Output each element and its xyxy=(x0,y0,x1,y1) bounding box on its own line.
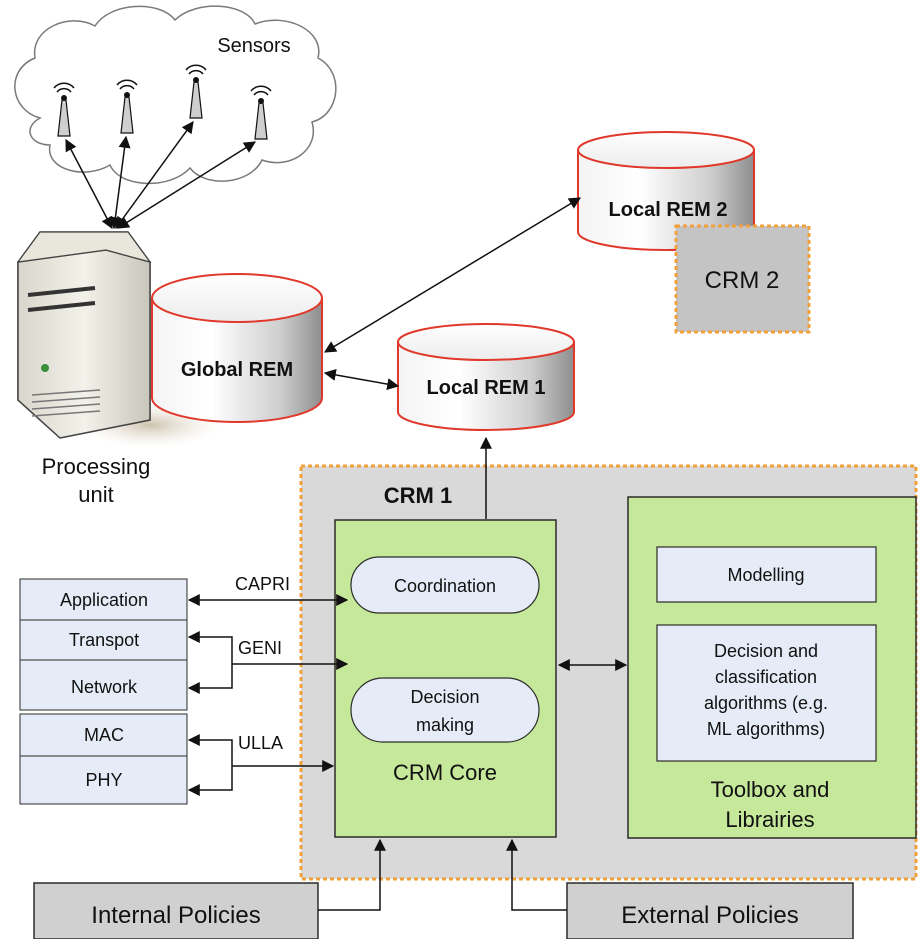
global-rem-database: Global REM xyxy=(151,273,323,423)
coordination-module xyxy=(350,556,540,614)
external-policies-label: External Policies xyxy=(621,902,798,929)
stack-layer-network: Network xyxy=(71,677,138,697)
interface-capri-label: CAPRI xyxy=(235,574,290,594)
toolbox-box: Modelling Decision and classification al… xyxy=(627,496,917,839)
decision-making-module xyxy=(350,677,540,743)
algorithms-label-line3: algorithms (e.g. xyxy=(704,693,828,713)
stack-layer-phy: PHY xyxy=(85,770,122,790)
sensor-links xyxy=(65,121,257,230)
global-rem-label: Global REM xyxy=(181,359,293,381)
crm-2-label: CRM 2 xyxy=(705,267,780,294)
crm-1-title: CRM 1 xyxy=(384,483,452,508)
crm-core-box: Coordination Decision making CRM Core xyxy=(334,519,557,838)
algorithms-label-line4: ML algorithms) xyxy=(707,719,825,739)
protocol-stack: Application Transpot Network MAC PHY xyxy=(19,578,188,805)
coordination-label: Coordination xyxy=(394,576,496,596)
crm-2-box: CRM 2 xyxy=(674,224,811,334)
modelling-module xyxy=(656,546,877,603)
sensor-icon xyxy=(53,82,75,137)
sensor-icon xyxy=(250,85,272,140)
sensors-label: Sensors xyxy=(217,35,290,57)
interface-links xyxy=(187,594,349,796)
internal-policies-label: Internal Policies xyxy=(91,902,260,929)
internal-policies-box: Internal Policies xyxy=(33,882,319,939)
policy-links xyxy=(318,838,567,911)
decision-making-label-line2: making xyxy=(416,715,474,735)
algorithms-label-line1: Decision and xyxy=(714,641,818,661)
toolbox-title-line1: Toolbox and xyxy=(711,777,830,802)
local-rem-2-database: Local REM 2 xyxy=(577,131,755,251)
toolbox-title-line2: Librairies xyxy=(725,807,814,832)
interface-geni-label: GENI xyxy=(238,638,282,658)
local-rem-2-label: Local REM 2 xyxy=(609,199,728,221)
crm-core-title: CRM Core xyxy=(393,760,497,785)
modelling-label: Modelling xyxy=(727,565,804,585)
sensor-icon xyxy=(185,64,207,119)
stack-layer-mac: MAC xyxy=(84,725,124,745)
crm-internal-links xyxy=(480,436,628,671)
processing-unit-label-line2: unit xyxy=(78,482,113,507)
processing-unit-label-line1: Processing xyxy=(42,454,151,479)
external-policies-box: External Policies xyxy=(566,882,854,939)
local-rem-1-label: Local REM 1 xyxy=(427,377,546,399)
rem-links xyxy=(323,197,582,391)
algorithms-module xyxy=(656,624,877,762)
decision-making-label-line1: Decision xyxy=(410,687,479,707)
interface-ulla-label: ULLA xyxy=(238,733,283,753)
stack-layer-application: Application xyxy=(60,590,148,610)
algorithms-label-line2: classification xyxy=(715,667,817,687)
sensors-cloud: Sensors xyxy=(14,5,337,185)
local-rem-1-database: Local REM 1 xyxy=(397,323,575,431)
stack-layer-transport: Transpot xyxy=(69,630,139,650)
